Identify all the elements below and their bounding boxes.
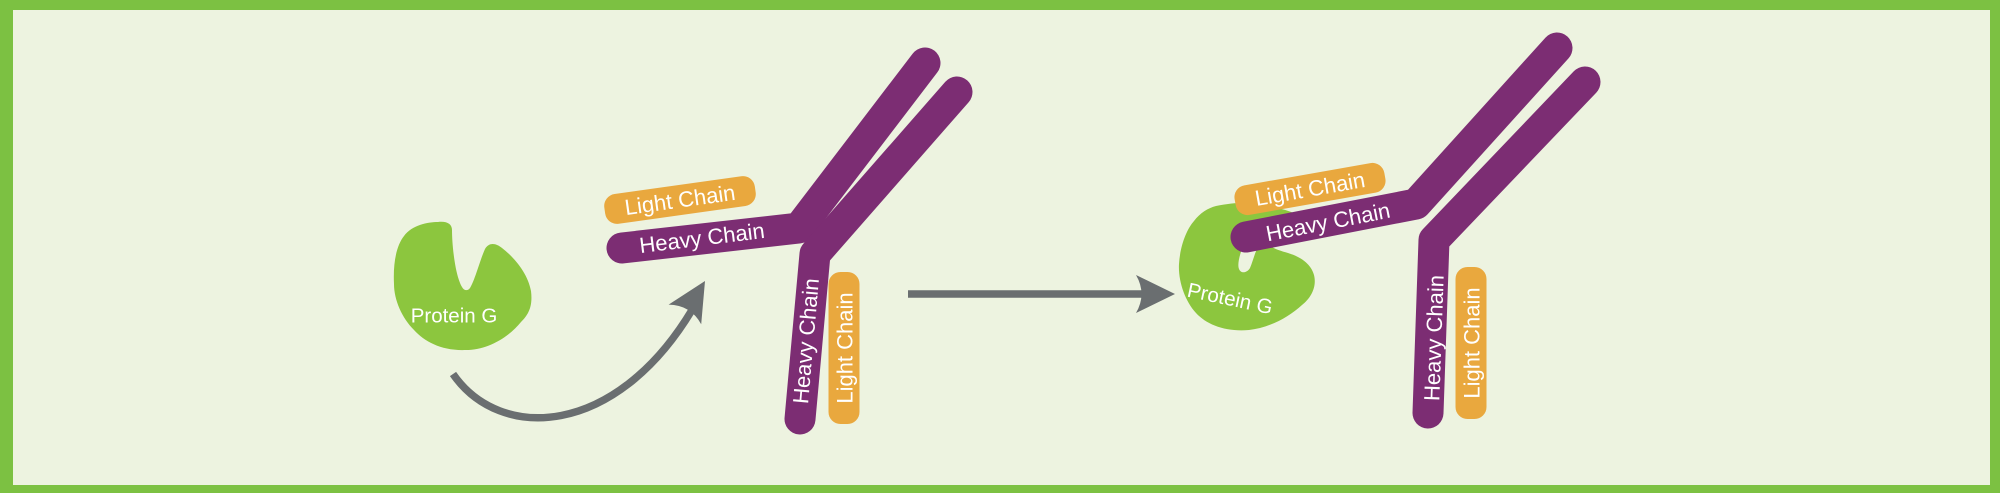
heavy-chain-arm-fc-unbound bbox=[606, 47, 941, 264]
protein-g-bound-shape bbox=[1178, 202, 1315, 331]
antibody-bound: Light Chain Heavy Chain Heavy Chain Ligh… bbox=[1230, 32, 1601, 429]
light-chain-stem-label-unbound: Light Chain bbox=[833, 292, 858, 403]
light-chain-arm-bar-bound bbox=[1234, 162, 1386, 216]
light-chain-stem-label-bound: Light Chain bbox=[1460, 287, 1485, 398]
protein-g-free-shape bbox=[393, 221, 532, 351]
reaction-arrow-straight bbox=[908, 275, 1175, 313]
curved-arrow-head-icon bbox=[668, 281, 705, 325]
curved-arrow-line bbox=[449, 308, 696, 422]
light-chain-stem-bar-bound bbox=[1455, 267, 1487, 419]
protein-g-free-label: Protein G bbox=[411, 305, 498, 328]
light-chain-stem-bound: Light Chain bbox=[1455, 267, 1487, 419]
protein-g-free: Protein G bbox=[393, 221, 532, 351]
straight-arrow-head-icon bbox=[1136, 275, 1175, 313]
canvas-background bbox=[13, 10, 1990, 485]
light-chain-arm-bar-unbound bbox=[604, 176, 756, 224]
light-chain-stem-unbound: Light Chain bbox=[828, 272, 860, 424]
heavy-chain-stem-label-bound: Heavy Chain bbox=[1419, 275, 1448, 402]
protein-g-bound: Protein G bbox=[1178, 202, 1315, 331]
binding-arrow-curved bbox=[449, 281, 705, 422]
heavy-chain-arm-fc-bound bbox=[1230, 32, 1573, 253]
light-chain-stem-bar-unbound bbox=[828, 272, 860, 424]
heavy-chain-stem-fc-bound bbox=[1412, 66, 1601, 429]
heavy-chain-stem-fc-unbound bbox=[784, 76, 973, 435]
